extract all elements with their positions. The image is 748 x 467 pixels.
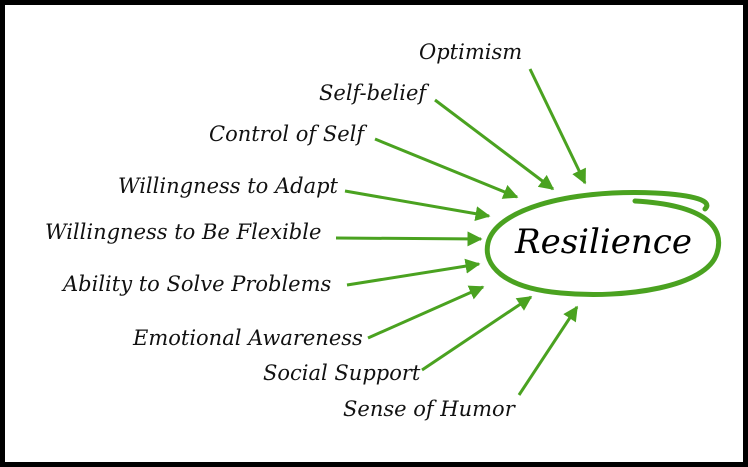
arrow-willingness-to-be-flexible (335, 231, 483, 247)
arrows-layer (335, 68, 722, 396)
center-ellipse (484, 190, 722, 297)
arrow-social-support (421, 295, 533, 372)
factor-control-of-self: Control of Self (209, 122, 365, 146)
arrow-ability-to-solve-problems (346, 258, 481, 287)
factor-emotional-awareness: Emotional Awareness (133, 326, 363, 350)
arrow-self-belief (434, 98, 555, 191)
factor-willingness-to-adapt: Willingness to Adapt (118, 174, 338, 198)
factor-willingness-to-be-flexible: Willingness to Be Flexible (45, 220, 322, 244)
arrow-willingness-to-adapt (344, 189, 491, 222)
arrow-control-of-self (374, 137, 519, 199)
factor-social-support: Social Support (263, 361, 421, 385)
factor-self-belief: Self-belief (319, 81, 427, 105)
arrow-emotional-awareness (367, 285, 485, 340)
factor-optimism: Optimism (419, 40, 523, 64)
arrow-sense-of-humor (517, 305, 579, 396)
center-label: Resilience (515, 222, 692, 262)
diagram-canvas: Resilience Optimism Self-belief Control … (5, 5, 743, 462)
factor-sense-of-humor: Sense of Humor (343, 397, 515, 421)
arrow-optimism (528, 68, 587, 185)
factor-ability-to-solve-problems: Ability to Solve Problems (63, 272, 332, 296)
